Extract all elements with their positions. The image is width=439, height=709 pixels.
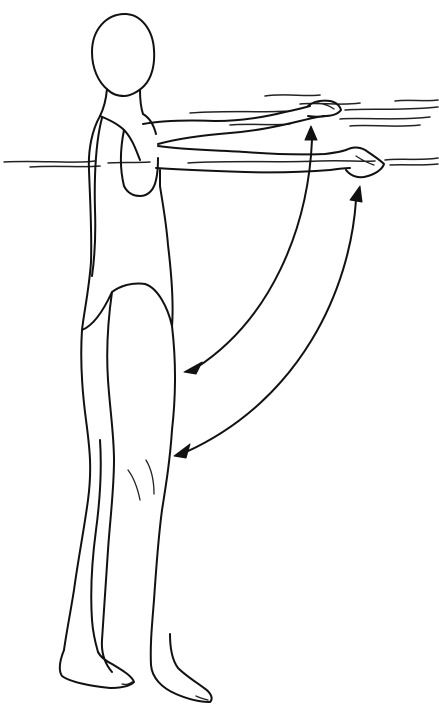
upper-arc-arrowhead-top — [305, 126, 317, 140]
water-line-ripple — [230, 124, 420, 126]
swimmer-figure — [60, 14, 384, 702]
upper-arc-arrow — [196, 140, 312, 368]
lower-arc-arrowhead-top — [350, 186, 362, 202]
far-arm — [143, 106, 310, 124]
near-arm — [158, 146, 346, 154]
lower-arc-arrow — [186, 200, 356, 452]
near-arm-under — [156, 168, 350, 172]
near-leg-front — [151, 326, 212, 702]
motion-arrows — [174, 126, 362, 458]
far-leg-back — [91, 440, 101, 652]
near-hand — [346, 148, 384, 178]
water-line-lower — [4, 158, 438, 163]
swimsuit-back-line — [92, 118, 102, 276]
far-foot — [60, 650, 134, 688]
water-line-upper-2 — [265, 95, 438, 119]
water-line-lower-2 — [30, 164, 438, 167]
swimsuit-strap — [100, 114, 156, 160]
near-leg-back — [102, 292, 114, 672]
head — [92, 14, 154, 96]
water-line-upper — [190, 103, 438, 113]
toes — [122, 682, 208, 700]
knee-detail — [128, 460, 154, 500]
far-leg-front — [64, 330, 90, 650]
upper-arc-arrowhead-bottom — [184, 362, 202, 374]
lower-arc-arrowhead-bottom — [174, 444, 190, 458]
